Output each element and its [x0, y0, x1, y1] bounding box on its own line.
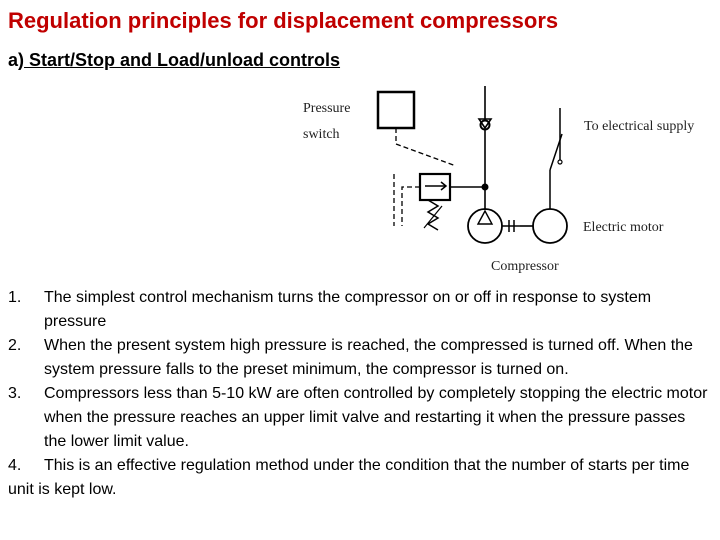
control-dashed-line	[395, 128, 457, 167]
list-item-text: This is an effective regulation method u…	[8, 457, 690, 498]
list-item-number: 1.	[8, 289, 22, 306]
list-item-text: When the present system high pressure is…	[44, 337, 693, 378]
list-item: 1. The simplest control mechanism turns …	[8, 286, 708, 334]
control-diagram: Pressure switch To electrical supply Ele…	[303, 86, 694, 274]
list-item-number: 2.	[8, 337, 22, 354]
label-switch: switch	[303, 127, 340, 142]
check-valve-icon	[477, 118, 493, 130]
regulation-list: 1. The simplest control mechanism turns …	[8, 286, 708, 502]
electric-motor-icon	[532, 208, 568, 244]
list-item-number: 3.	[8, 385, 22, 402]
subtitle-prefix: a)	[8, 50, 25, 70]
list-item-text: The simplest control mechanism turns the…	[44, 289, 652, 330]
list-item-text: Compressors less than 5-10 kW are often …	[44, 385, 708, 450]
label-electrical-supply: To electrical supply	[584, 119, 694, 134]
pressure-switch-box	[376, 90, 416, 130]
list-item: 4.This is an effective regulation method…	[8, 454, 708, 502]
label-electric-motor: Electric motor	[583, 220, 664, 235]
label-pressure: Pressure	[303, 101, 350, 116]
slide-title: Regulation principles for displacement c…	[8, 8, 559, 33]
list-item: 3. Compressors less than 5-10 kW are oft…	[8, 382, 708, 454]
list-item: 2. When the present system high pressure…	[8, 334, 708, 382]
slide-subtitle: a) Start/Stop and Load/unload controls	[8, 50, 340, 71]
compressor-icon	[467, 208, 503, 244]
spring-icon	[426, 199, 440, 231]
label-compressor: Compressor	[491, 259, 559, 274]
list-item-number: 4.	[8, 457, 22, 474]
subtitle-text: Start/Stop and Load/unload controls	[24, 50, 341, 70]
